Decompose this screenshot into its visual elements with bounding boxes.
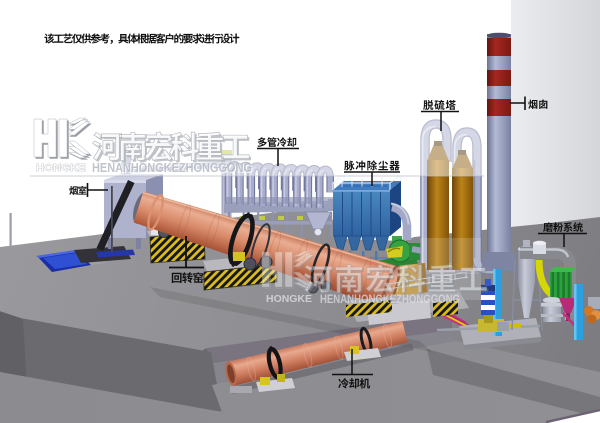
svg-text:HENANHONGKEZHONGGONG: HENANHONGKEZHONGGONG <box>320 292 460 306</box>
svg-text:HONGKE: HONGKE <box>36 162 86 174</box>
svg-text:HENANHONGKEZHONGGONG: HENANHONGKEZHONGGONG <box>93 162 253 176</box>
svg-text:HONGKE: HONGKE <box>266 294 312 305</box>
svg-text:HENANHONGKEZHONGGONG: HENANHONGKEZHONGGONG <box>92 161 252 175</box>
